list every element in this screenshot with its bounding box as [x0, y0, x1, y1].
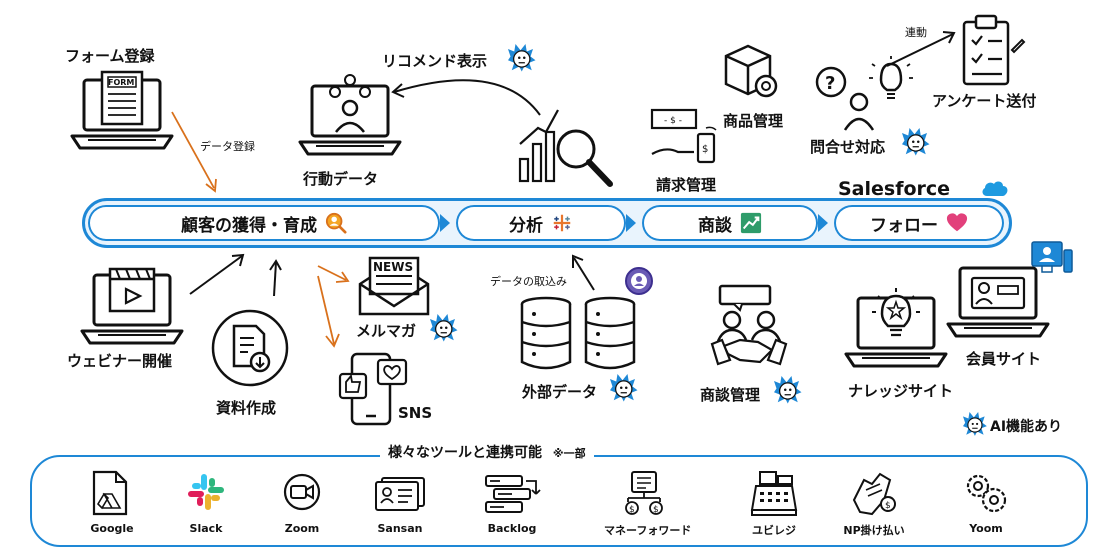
heart-icon [946, 213, 968, 232]
flow-stage-acquire: 顧客の獲得・育成 [88, 205, 440, 241]
tool-label: Google [90, 522, 134, 535]
tools-note: ※一部 [552, 447, 586, 460]
clipboard-survey-icon [962, 14, 1026, 86]
form-laptop-icon [70, 70, 174, 150]
survey-label: アンケート送付 [932, 92, 1037, 110]
inquiry-icon: ? [815, 56, 913, 131]
news-icon-text: NEWS [373, 260, 414, 274]
billing-icon: - $ - $ [650, 108, 717, 164]
gears-icon [966, 474, 1007, 513]
flow-stage-deal-label: 商談 [698, 215, 732, 236]
svg-text:$: $ [702, 144, 708, 155]
product-label: 商品管理 [723, 112, 784, 130]
backlog-icon [485, 475, 541, 513]
member-laptop-icon [946, 266, 1050, 338]
behavior-laptop-icon [298, 74, 402, 156]
business-card-icon [375, 477, 425, 511]
tool-label: Sansan [377, 522, 423, 535]
cash-register-icon [750, 471, 798, 516]
newsletter-icon [358, 256, 430, 316]
billing-label: 請求管理 [656, 176, 717, 194]
ai-badge-icon [962, 411, 988, 437]
document-download-icon [211, 309, 289, 387]
magnifier-person-icon [325, 212, 347, 234]
ai-badge-icon [609, 373, 639, 403]
flow-stage-analysis-label: 分析 [509, 215, 543, 236]
form-icon-text: FORM [108, 78, 135, 87]
deal-handshake-icon [710, 284, 788, 366]
import-label: データの取込み [490, 275, 567, 288]
data-reg-label: データ登録 [200, 140, 255, 153]
up-arrow [189, 253, 245, 295]
tool-label: ユビレジ [752, 524, 796, 537]
link-label: 連動 [905, 26, 927, 39]
inquiry-label: 問合せ対応 [810, 138, 886, 156]
svg-text:$: $ [885, 501, 891, 511]
import-arrow [572, 254, 595, 291]
tools-title-text: 様々なツールと連携可能 [388, 445, 542, 461]
salesforce-brand: Salesforce [838, 178, 951, 200]
tool-label: Yoom [969, 522, 1003, 535]
webinar-label: ウェビナー開催 [67, 352, 173, 370]
money-document-icon: $ $ [625, 471, 663, 515]
ai-badge-icon [429, 313, 459, 343]
salesforce-cloud-icon [982, 181, 1008, 196]
knowledge-label: ナレッジサイト [848, 382, 954, 400]
tool-label: Backlog [487, 522, 537, 535]
svg-text:- $ -: - $ - [664, 116, 682, 126]
form-label: フォーム登録 [65, 47, 155, 65]
recommend-arrow [391, 79, 541, 116]
flow-stage-deal: 商談 [642, 205, 818, 241]
knowledge-laptop-icon [844, 288, 948, 368]
member-label: 会員サイト [966, 350, 1042, 368]
deal-label: 商談管理 [700, 386, 761, 404]
ai-badge-icon [773, 375, 803, 405]
flow-chevron [626, 214, 636, 232]
docs-label: 資料作成 [216, 399, 277, 417]
video-meeting-icon [1031, 241, 1073, 273]
flow-stage-acquire-label: 顧客の獲得・育成 [181, 215, 317, 236]
svg-text:$: $ [629, 505, 635, 515]
tableau-icon [553, 214, 571, 232]
behavior-label: 行動データ [303, 170, 379, 188]
zoom-icon [283, 473, 321, 511]
orange-arrow [171, 111, 217, 193]
flow-chevron [440, 214, 450, 232]
ai-legend-label: AI機能あり [990, 419, 1063, 435]
database-icon [520, 296, 636, 370]
ai-badge-icon [901, 127, 931, 157]
orange-arrows [317, 265, 350, 348]
webinar-laptop-icon [80, 267, 184, 345]
product-box-icon [724, 44, 778, 98]
chart-up-icon [740, 212, 762, 234]
svg-text:$: $ [653, 505, 659, 515]
analytics-icon [518, 109, 613, 187]
tool-label: Zoom [284, 522, 320, 535]
external-badge-icon [625, 267, 653, 295]
np-payment-icon: $ [852, 472, 896, 516]
link-arrow [886, 31, 956, 67]
flow-stage-follow: フォロー [834, 205, 1004, 241]
external-label: 外部データ [522, 383, 598, 401]
tool-label: Slack [189, 522, 223, 535]
google-drive-doc-icon [92, 470, 128, 516]
mailmag-label: メルマガ [356, 322, 417, 340]
flow-chevron [818, 214, 828, 232]
flow-stage-follow-label: フォロー [870, 215, 938, 236]
tool-label: マネーフォワード [604, 524, 692, 537]
tool-label: NP掛け払い [843, 524, 905, 537]
recommend-label: リコメンド表示 [382, 52, 488, 70]
tools-title: 様々なツールと連携可能 ※一部 [380, 442, 594, 462]
sns-phone-icon [338, 352, 408, 426]
sns-label: SNS [398, 404, 433, 422]
up-arrow [269, 259, 282, 297]
svg-text:?: ? [825, 73, 835, 94]
slack-icon [188, 474, 224, 510]
flow-stage-analysis: 分析 [456, 205, 626, 241]
